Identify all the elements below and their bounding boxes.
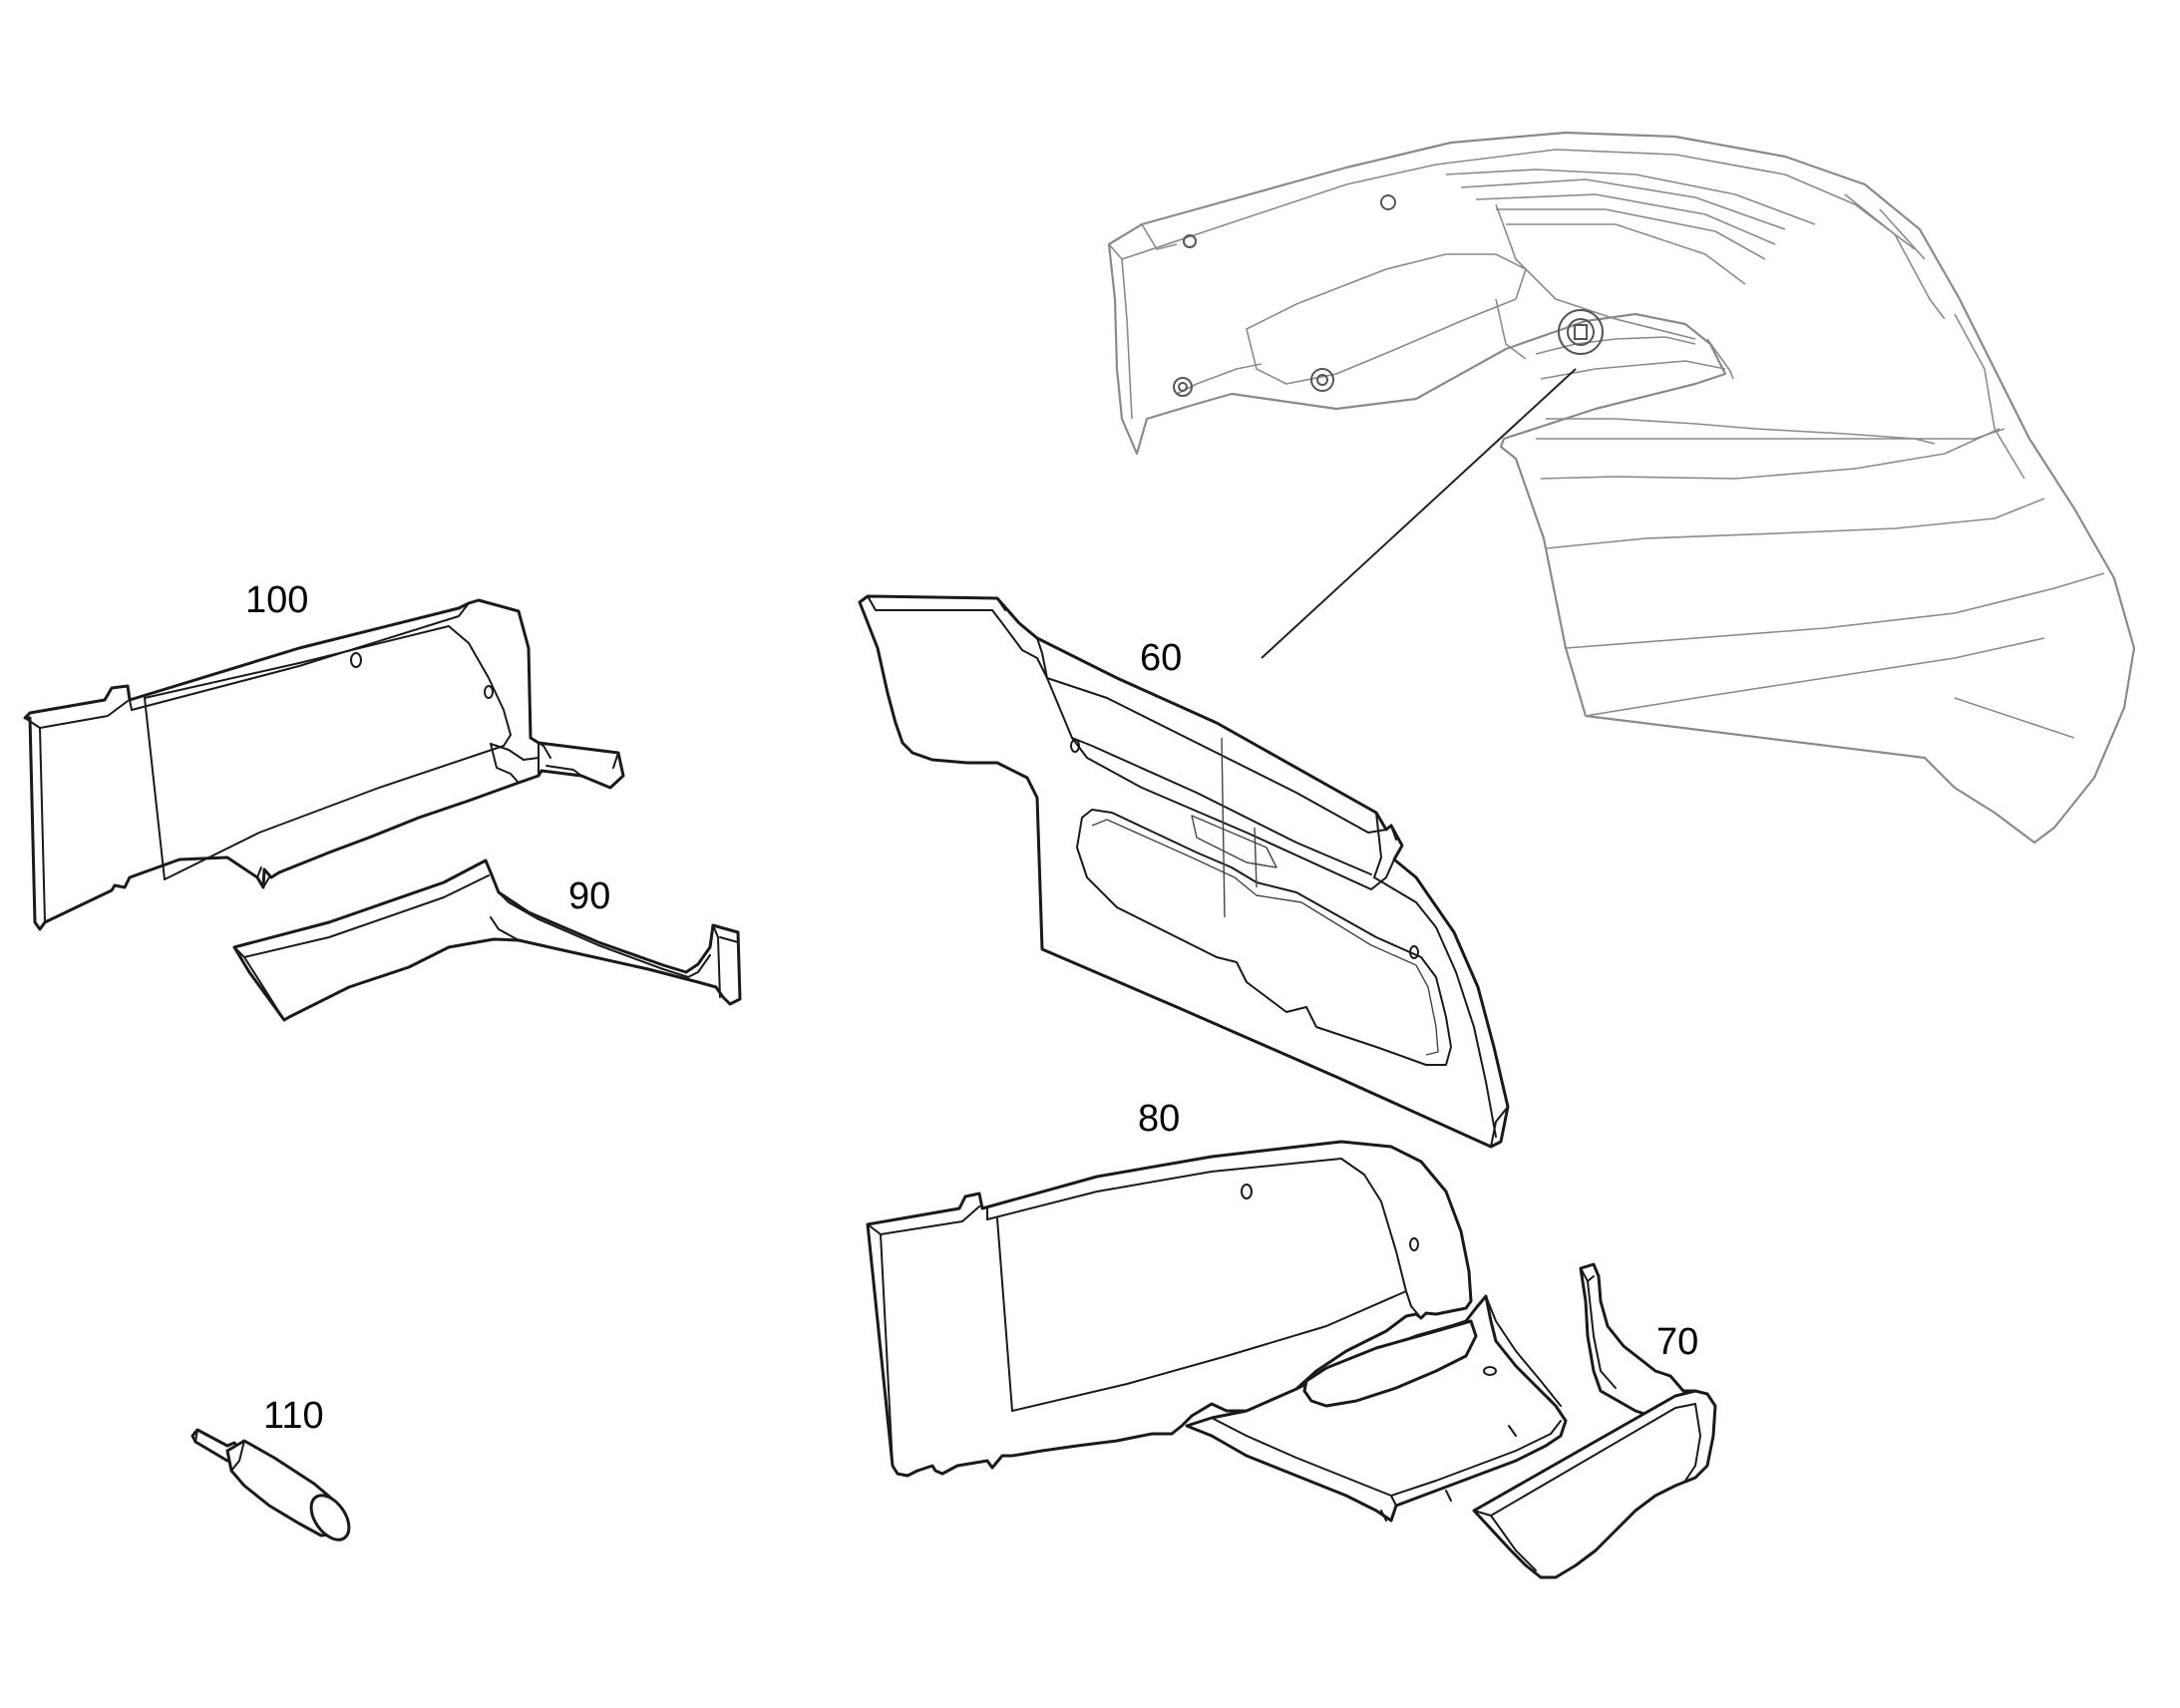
callout-60: 60 xyxy=(1140,637,1182,679)
callout-70: 70 xyxy=(1656,1321,1698,1363)
part-100-panel xyxy=(23,598,625,931)
callout-labels: 60 70 80 90 100 110 xyxy=(245,579,1698,1437)
part-70-trim xyxy=(1472,1262,1717,1579)
part-110-adhesive-tube xyxy=(190,1428,351,1541)
part-80-panel xyxy=(866,1140,1568,1523)
part-90-strip xyxy=(232,858,742,1022)
leader-line-60 xyxy=(1261,368,1577,659)
callout-110: 110 xyxy=(263,1395,324,1437)
callout-90: 90 xyxy=(568,875,610,917)
callout-100: 100 xyxy=(245,579,308,621)
vehicle-body-reference xyxy=(1107,131,2136,845)
part-60-panel xyxy=(858,594,1510,1149)
callout-80: 80 xyxy=(1138,1098,1180,1140)
